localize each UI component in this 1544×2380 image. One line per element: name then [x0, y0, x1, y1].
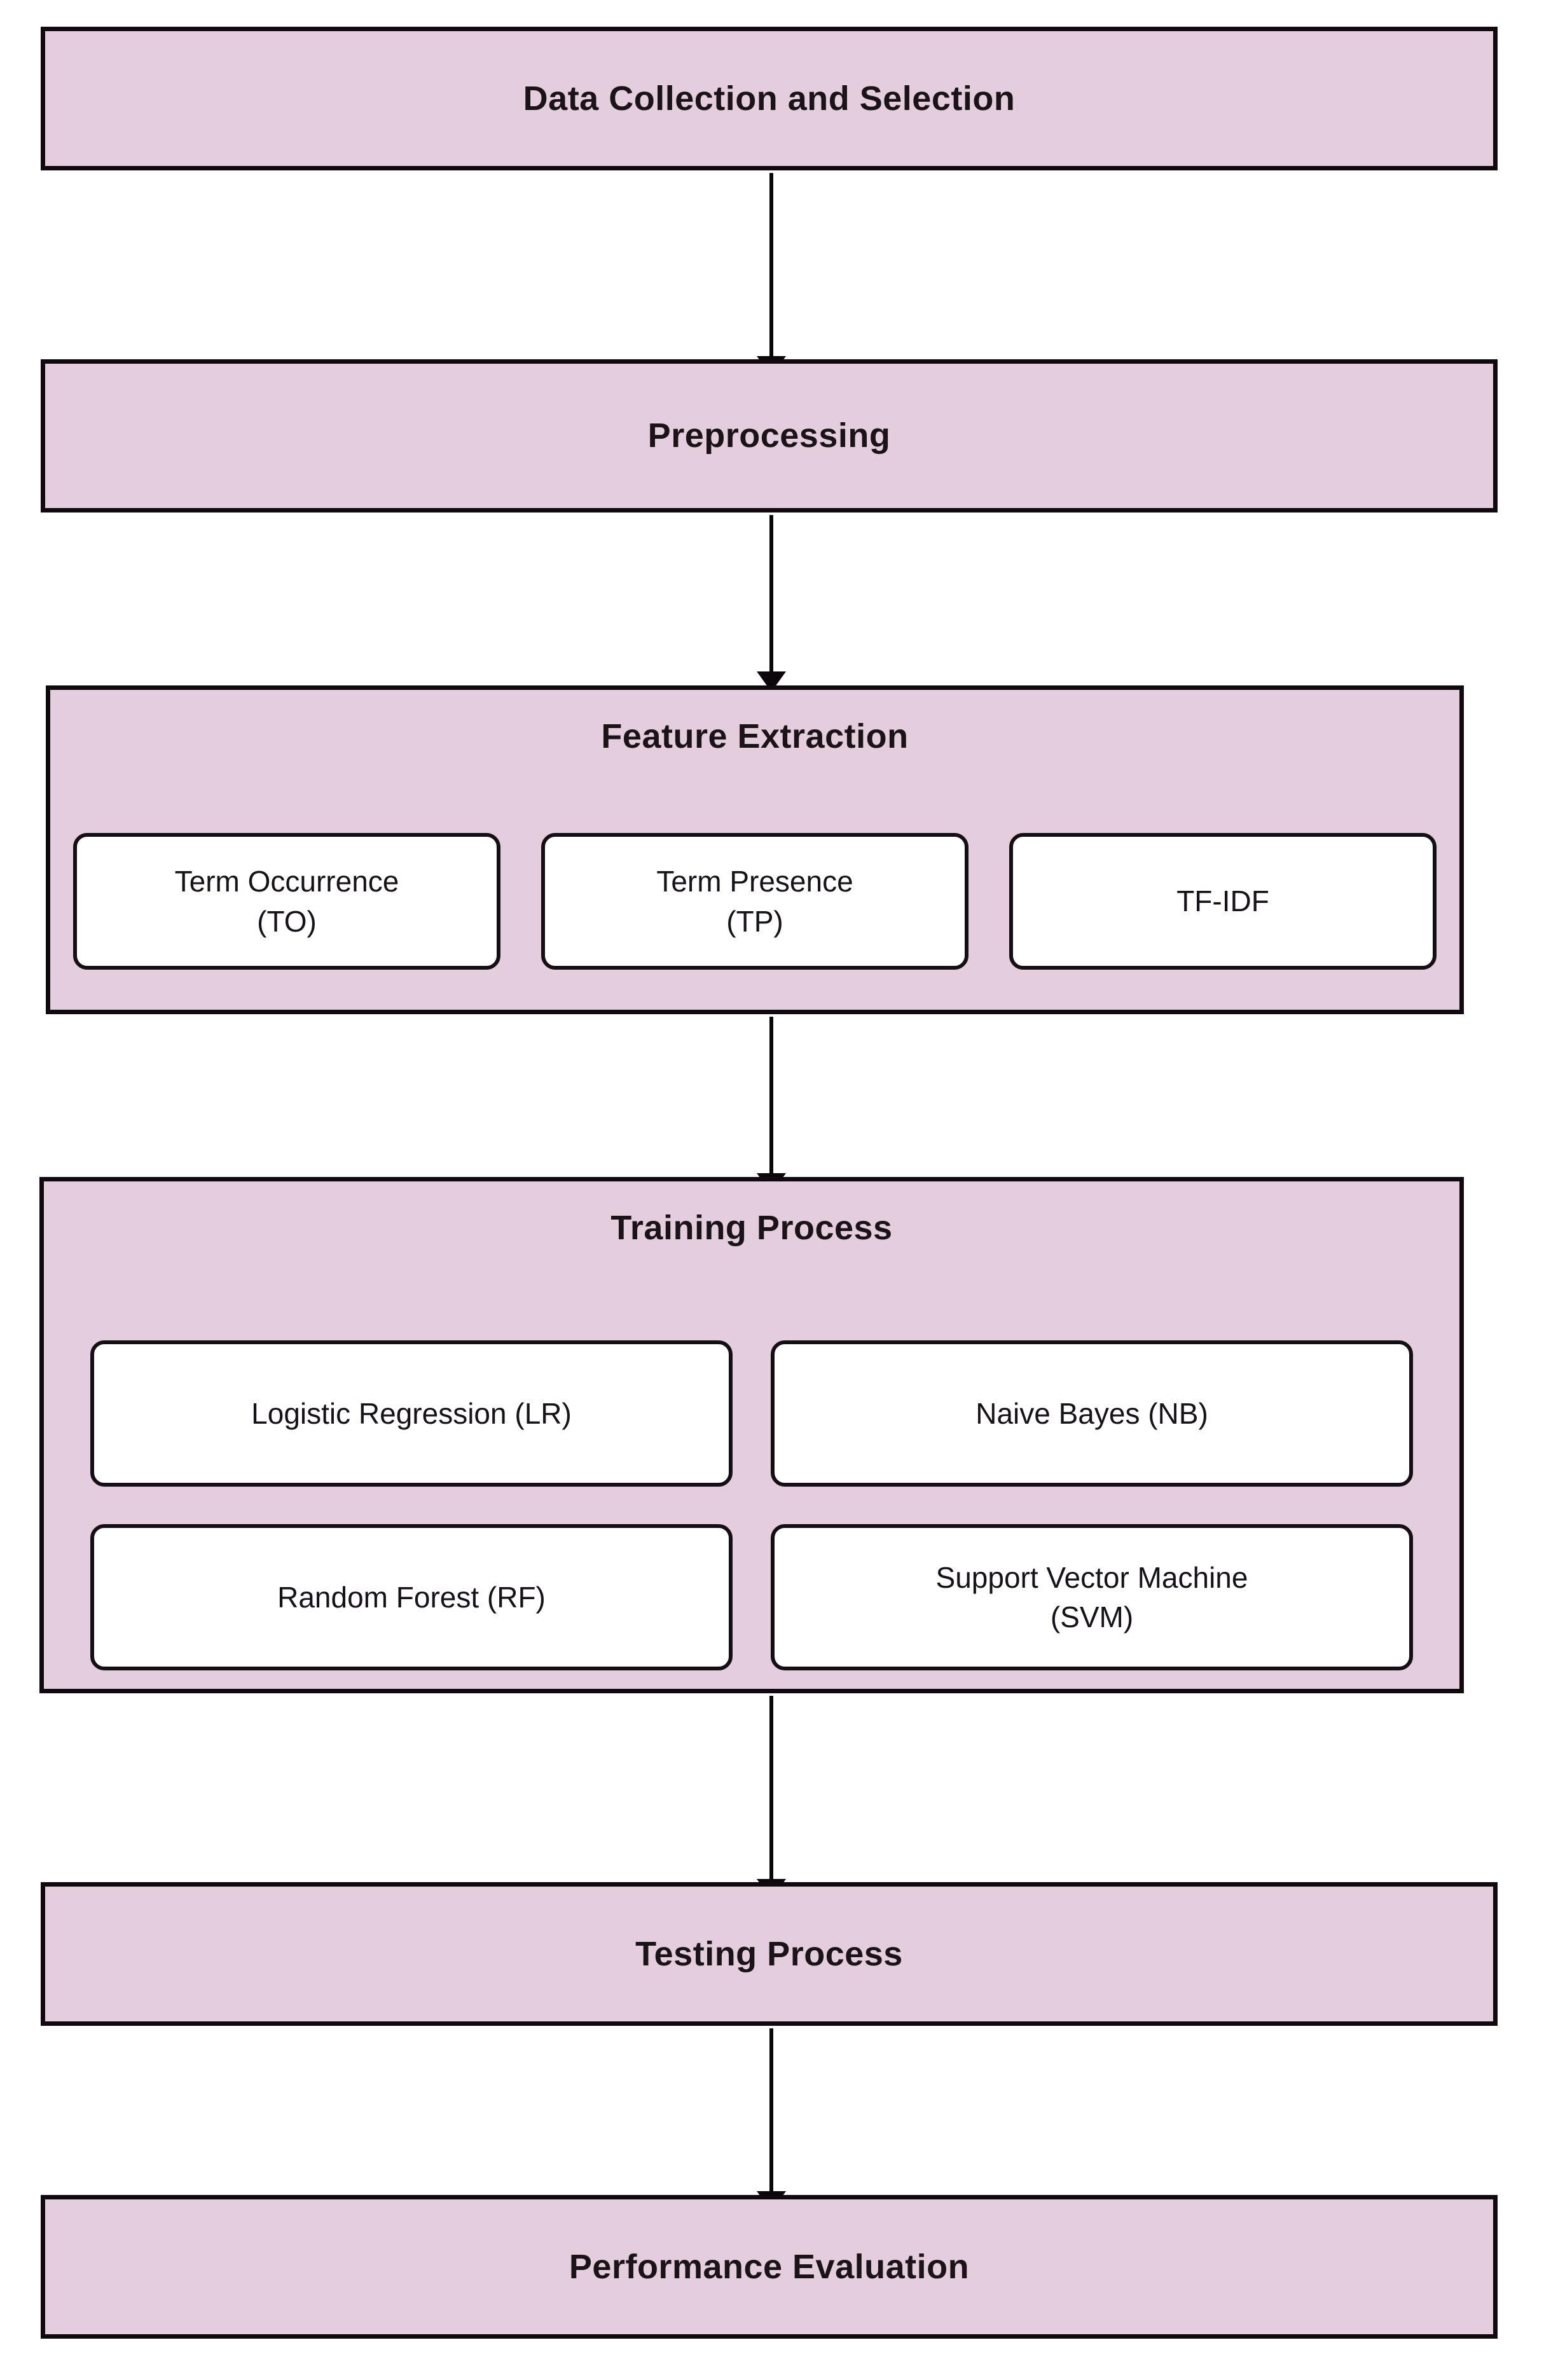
stage-title-data-collection-and-selection: Data Collection and Selection: [523, 79, 1016, 118]
stage-title-preprocessing: Preprocessing: [647, 416, 891, 455]
arrow-preprocessing-to-feature-extraction: [769, 515, 773, 673]
subbox-term-presence-line1: Term Presence: [656, 865, 853, 898]
arrow-feature-extraction-to-training-process: [769, 1017, 773, 1174]
stage-data-collection-and-selection[interactable]: Data Collection and Selection: [41, 27, 1498, 170]
training-process-subbox-group: Logistic Regression (LR) Naive Bayes (NB…: [44, 1340, 1459, 1671]
subbox-term-occurrence-line1: Term Occurrence: [174, 865, 399, 898]
arrow-data-collection-to-preprocessing: [769, 173, 773, 357]
stage-title-training-process: Training Process: [610, 1209, 893, 1247]
arrow-training-process-to-testing-process: [769, 1696, 773, 1880]
subbox-tf-idf[interactable]: TF-IDF: [1009, 833, 1437, 970]
subbox-random-forest[interactable]: Random Forest (RF): [90, 1524, 733, 1670]
subbox-term-occurrence[interactable]: Term Occurrence (TO): [73, 833, 500, 970]
subbox-support-vector-machine-line2: (SVM): [1050, 1600, 1134, 1634]
arrow-testing-process-to-performance-evaluation: [769, 2028, 773, 2192]
stage-preprocessing[interactable]: Preprocessing: [41, 359, 1498, 512]
subbox-support-vector-machine[interactable]: Support Vector Machine (SVM): [771, 1524, 1413, 1670]
stage-testing-process[interactable]: Testing Process: [41, 1882, 1498, 2026]
subbox-random-forest-label: Random Forest (RF): [277, 1580, 546, 1614]
subbox-naive-bayes[interactable]: Naive Bayes (NB): [771, 1340, 1413, 1487]
subbox-tf-idf-label: TF-IDF: [1176, 884, 1269, 918]
subbox-logistic-regression[interactable]: Logistic Regression (LR): [90, 1340, 733, 1487]
subbox-support-vector-machine-line1: Support Vector Machine: [935, 1560, 1248, 1594]
stage-performance-evaluation[interactable]: Performance Evaluation: [41, 2195, 1498, 2339]
subbox-term-presence[interactable]: Term Presence (TP): [541, 833, 968, 970]
subbox-naive-bayes-label: Naive Bayes (NB): [975, 1396, 1208, 1430]
stage-title-feature-extraction: Feature Extraction: [601, 717, 909, 755]
subbox-logistic-regression-label: Logistic Regression (LR): [251, 1396, 572, 1430]
stage-training-process[interactable]: Training Process Logistic Regression (LR…: [39, 1177, 1464, 1693]
stage-title-testing-process: Testing Process: [635, 1934, 903, 1973]
stage-title-performance-evaluation: Performance Evaluation: [569, 2247, 970, 2286]
feature-extraction-subbox-group: Term Occurrence (TO) Term Presence (TP) …: [50, 833, 1459, 970]
subbox-term-presence-line2: (TP): [726, 904, 783, 938]
subbox-term-occurrence-line2: (TO): [257, 904, 317, 938]
stage-feature-extraction[interactable]: Feature Extraction Term Occurrence (TO) …: [46, 685, 1464, 1014]
